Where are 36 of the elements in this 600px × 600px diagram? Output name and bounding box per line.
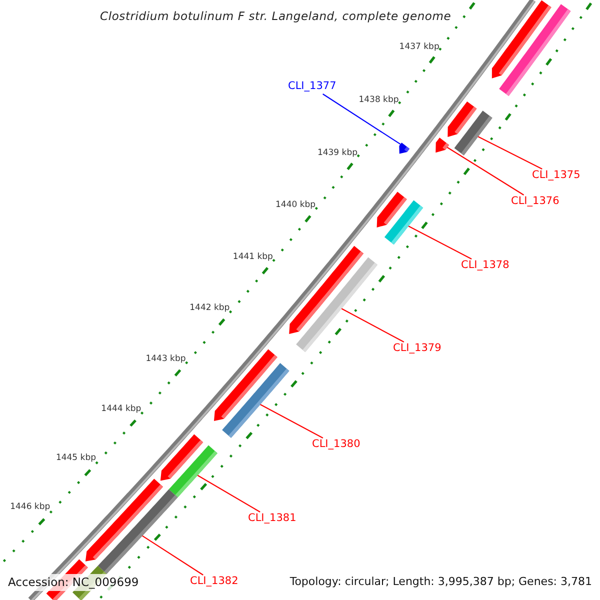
leader-line <box>142 535 204 576</box>
leader-line <box>408 226 472 260</box>
scale-label: 1439 kbp <box>317 148 358 158</box>
feature-bar <box>296 257 378 352</box>
gene-label: CLI_1381 <box>248 513 296 525</box>
gene-label: CLI_1380 <box>312 439 360 451</box>
feature-bar <box>222 363 290 438</box>
gene-feature <box>399 142 410 154</box>
scale-label: 1440 kbp <box>276 201 316 211</box>
leader-line <box>341 308 404 342</box>
scale-label: 1441 kbp <box>232 252 273 262</box>
gene-label: CLI_1375 <box>532 170 580 182</box>
scale-label: 1438 kbp <box>358 96 399 106</box>
gene-label: CLI_1377 <box>288 81 336 93</box>
scale-label: 1442 kbp <box>190 304 230 314</box>
feature-bar <box>499 4 571 96</box>
leader-line <box>260 404 324 438</box>
leader-line <box>197 474 260 512</box>
leader-line <box>446 146 524 196</box>
gene-feature <box>436 138 450 153</box>
gene-label: CLI_1376 <box>511 196 560 208</box>
scale-label: 1444 kbp <box>101 404 142 414</box>
gene-label: CLI_1378 <box>461 260 510 272</box>
map-title: Clostridium botulinum F str. Langeland, complete genome <box>100 10 452 23</box>
scale-label: 1437 kbp <box>399 42 440 52</box>
leader-line <box>322 94 401 145</box>
feature-bar <box>168 445 218 498</box>
scale-label: 1445 kbp <box>56 454 96 464</box>
feature-bar <box>454 110 492 156</box>
leader-line <box>478 136 542 170</box>
gene-label: CLI_1382 <box>190 576 238 588</box>
feature-bar <box>98 489 178 574</box>
scale-label: 1446 kbp <box>10 503 50 513</box>
gene-label: CLI_1379 <box>393 343 442 355</box>
feature-bar <box>384 200 424 245</box>
scale-label: 1443 kbp <box>146 354 186 364</box>
